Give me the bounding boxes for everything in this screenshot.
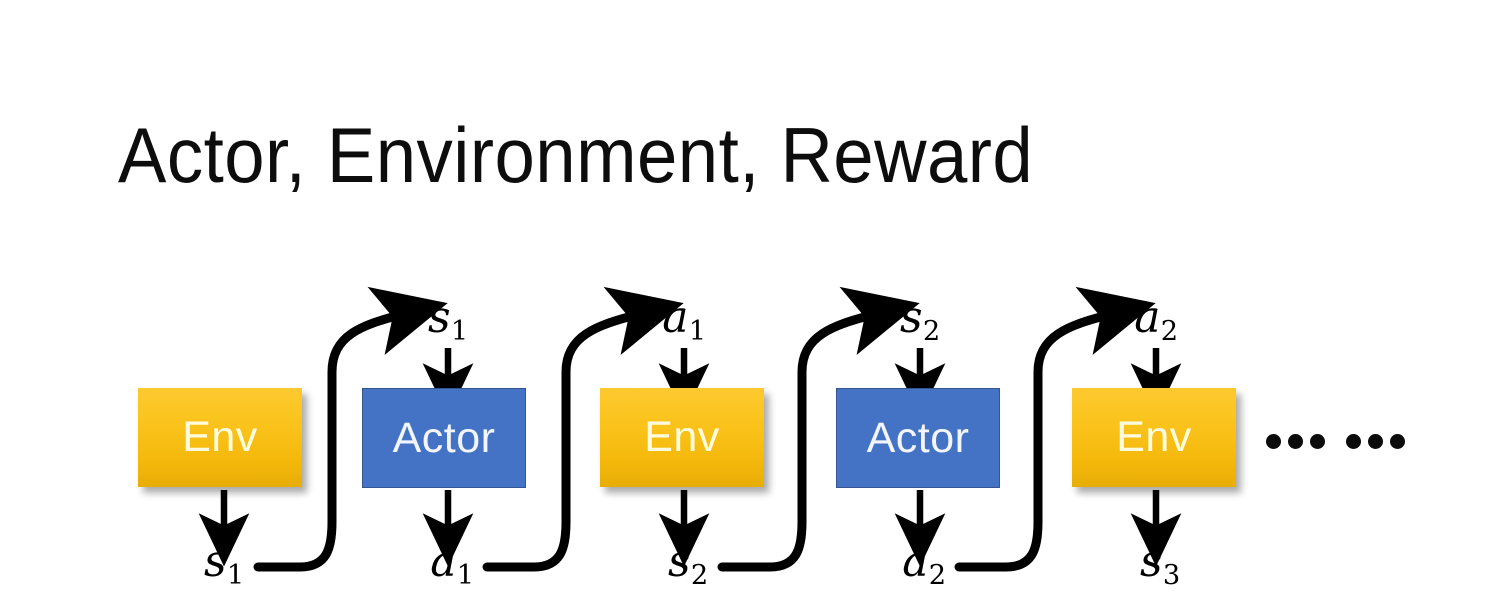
label-state-s3-bottom: s3	[1140, 540, 1180, 590]
node-env-3[interactable]: Env	[1072, 388, 1236, 487]
subscript: 3	[1162, 560, 1181, 592]
ellipsis-dot	[1390, 434, 1405, 449]
ellipsis-dot	[1288, 434, 1303, 449]
node-env-1[interactable]: Env	[138, 388, 302, 487]
subscript: 2	[1160, 316, 1179, 348]
ellipsis-icon	[1266, 434, 1405, 449]
subscript: 1	[450, 316, 469, 348]
label-state-s1-top: s1	[428, 296, 468, 346]
symbol: s	[668, 536, 691, 587]
subscript: 2	[928, 560, 947, 592]
label-action-a2-bottom: a2	[902, 540, 946, 590]
label-action-a2-top: a2	[1134, 296, 1178, 346]
node-actor-2[interactable]: Actor	[836, 388, 1000, 488]
curve-s1-feedforward	[253, 286, 448, 572]
node-label: Actor	[866, 413, 970, 462]
subscript: 1	[688, 316, 707, 348]
symbol: a	[430, 536, 457, 587]
node-label: Env	[182, 413, 258, 461]
curve-a1-feedforward	[482, 286, 684, 572]
label-state-s2-top: s2	[900, 296, 940, 346]
ellipsis-dot	[1346, 434, 1361, 449]
curve-a2-feedforward	[954, 286, 1156, 572]
label-state-s1-bottom: s1	[204, 540, 244, 590]
symbol: s	[1140, 536, 1163, 587]
subscript: 1	[456, 560, 475, 592]
node-actor-1[interactable]: Actor	[362, 388, 526, 488]
symbol: a	[1134, 292, 1161, 343]
node-env-2[interactable]: Env	[600, 388, 764, 487]
node-label: Env	[1116, 413, 1192, 461]
page-title: Actor, Environment, Reward	[118, 111, 1034, 199]
node-label: Env	[644, 413, 720, 461]
subscript: 2	[922, 316, 941, 348]
subscript: 1	[226, 560, 245, 592]
ellipsis-dot	[1266, 434, 1281, 449]
label-action-a1-top: a1	[662, 296, 706, 346]
symbol: s	[428, 292, 451, 343]
symbol: s	[900, 292, 923, 343]
ellipsis-dot	[1368, 434, 1383, 449]
label-state-s2-bottom: s2	[668, 540, 708, 590]
symbol: a	[662, 292, 689, 343]
subscript: 2	[690, 560, 709, 592]
symbol: a	[902, 536, 929, 587]
symbol: s	[204, 536, 227, 587]
label-action-a1-bottom: a1	[430, 540, 474, 590]
node-label: Actor	[392, 413, 496, 462]
ellipsis-gap	[1332, 434, 1339, 449]
curve-s2-feedforward	[717, 286, 920, 572]
ellipsis-dot	[1310, 434, 1325, 449]
